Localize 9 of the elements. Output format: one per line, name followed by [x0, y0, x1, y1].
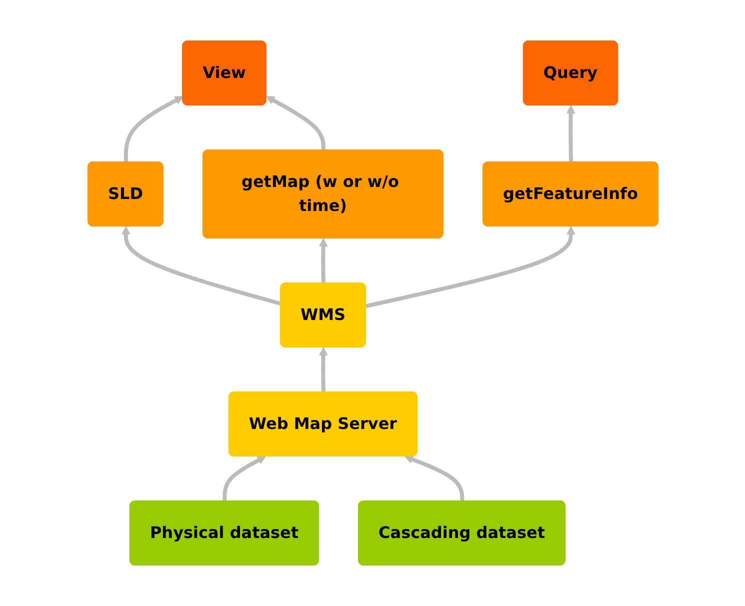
arrow	[123, 96, 184, 163]
arrow	[318, 347, 328, 393]
arrow	[566, 105, 575, 163]
arrow	[318, 238, 328, 284]
arrow	[404, 455, 464, 502]
arrow	[222, 456, 266, 502]
arrow	[265, 96, 326, 151]
arrow	[121, 226, 281, 306]
arrow	[365, 226, 575, 308]
